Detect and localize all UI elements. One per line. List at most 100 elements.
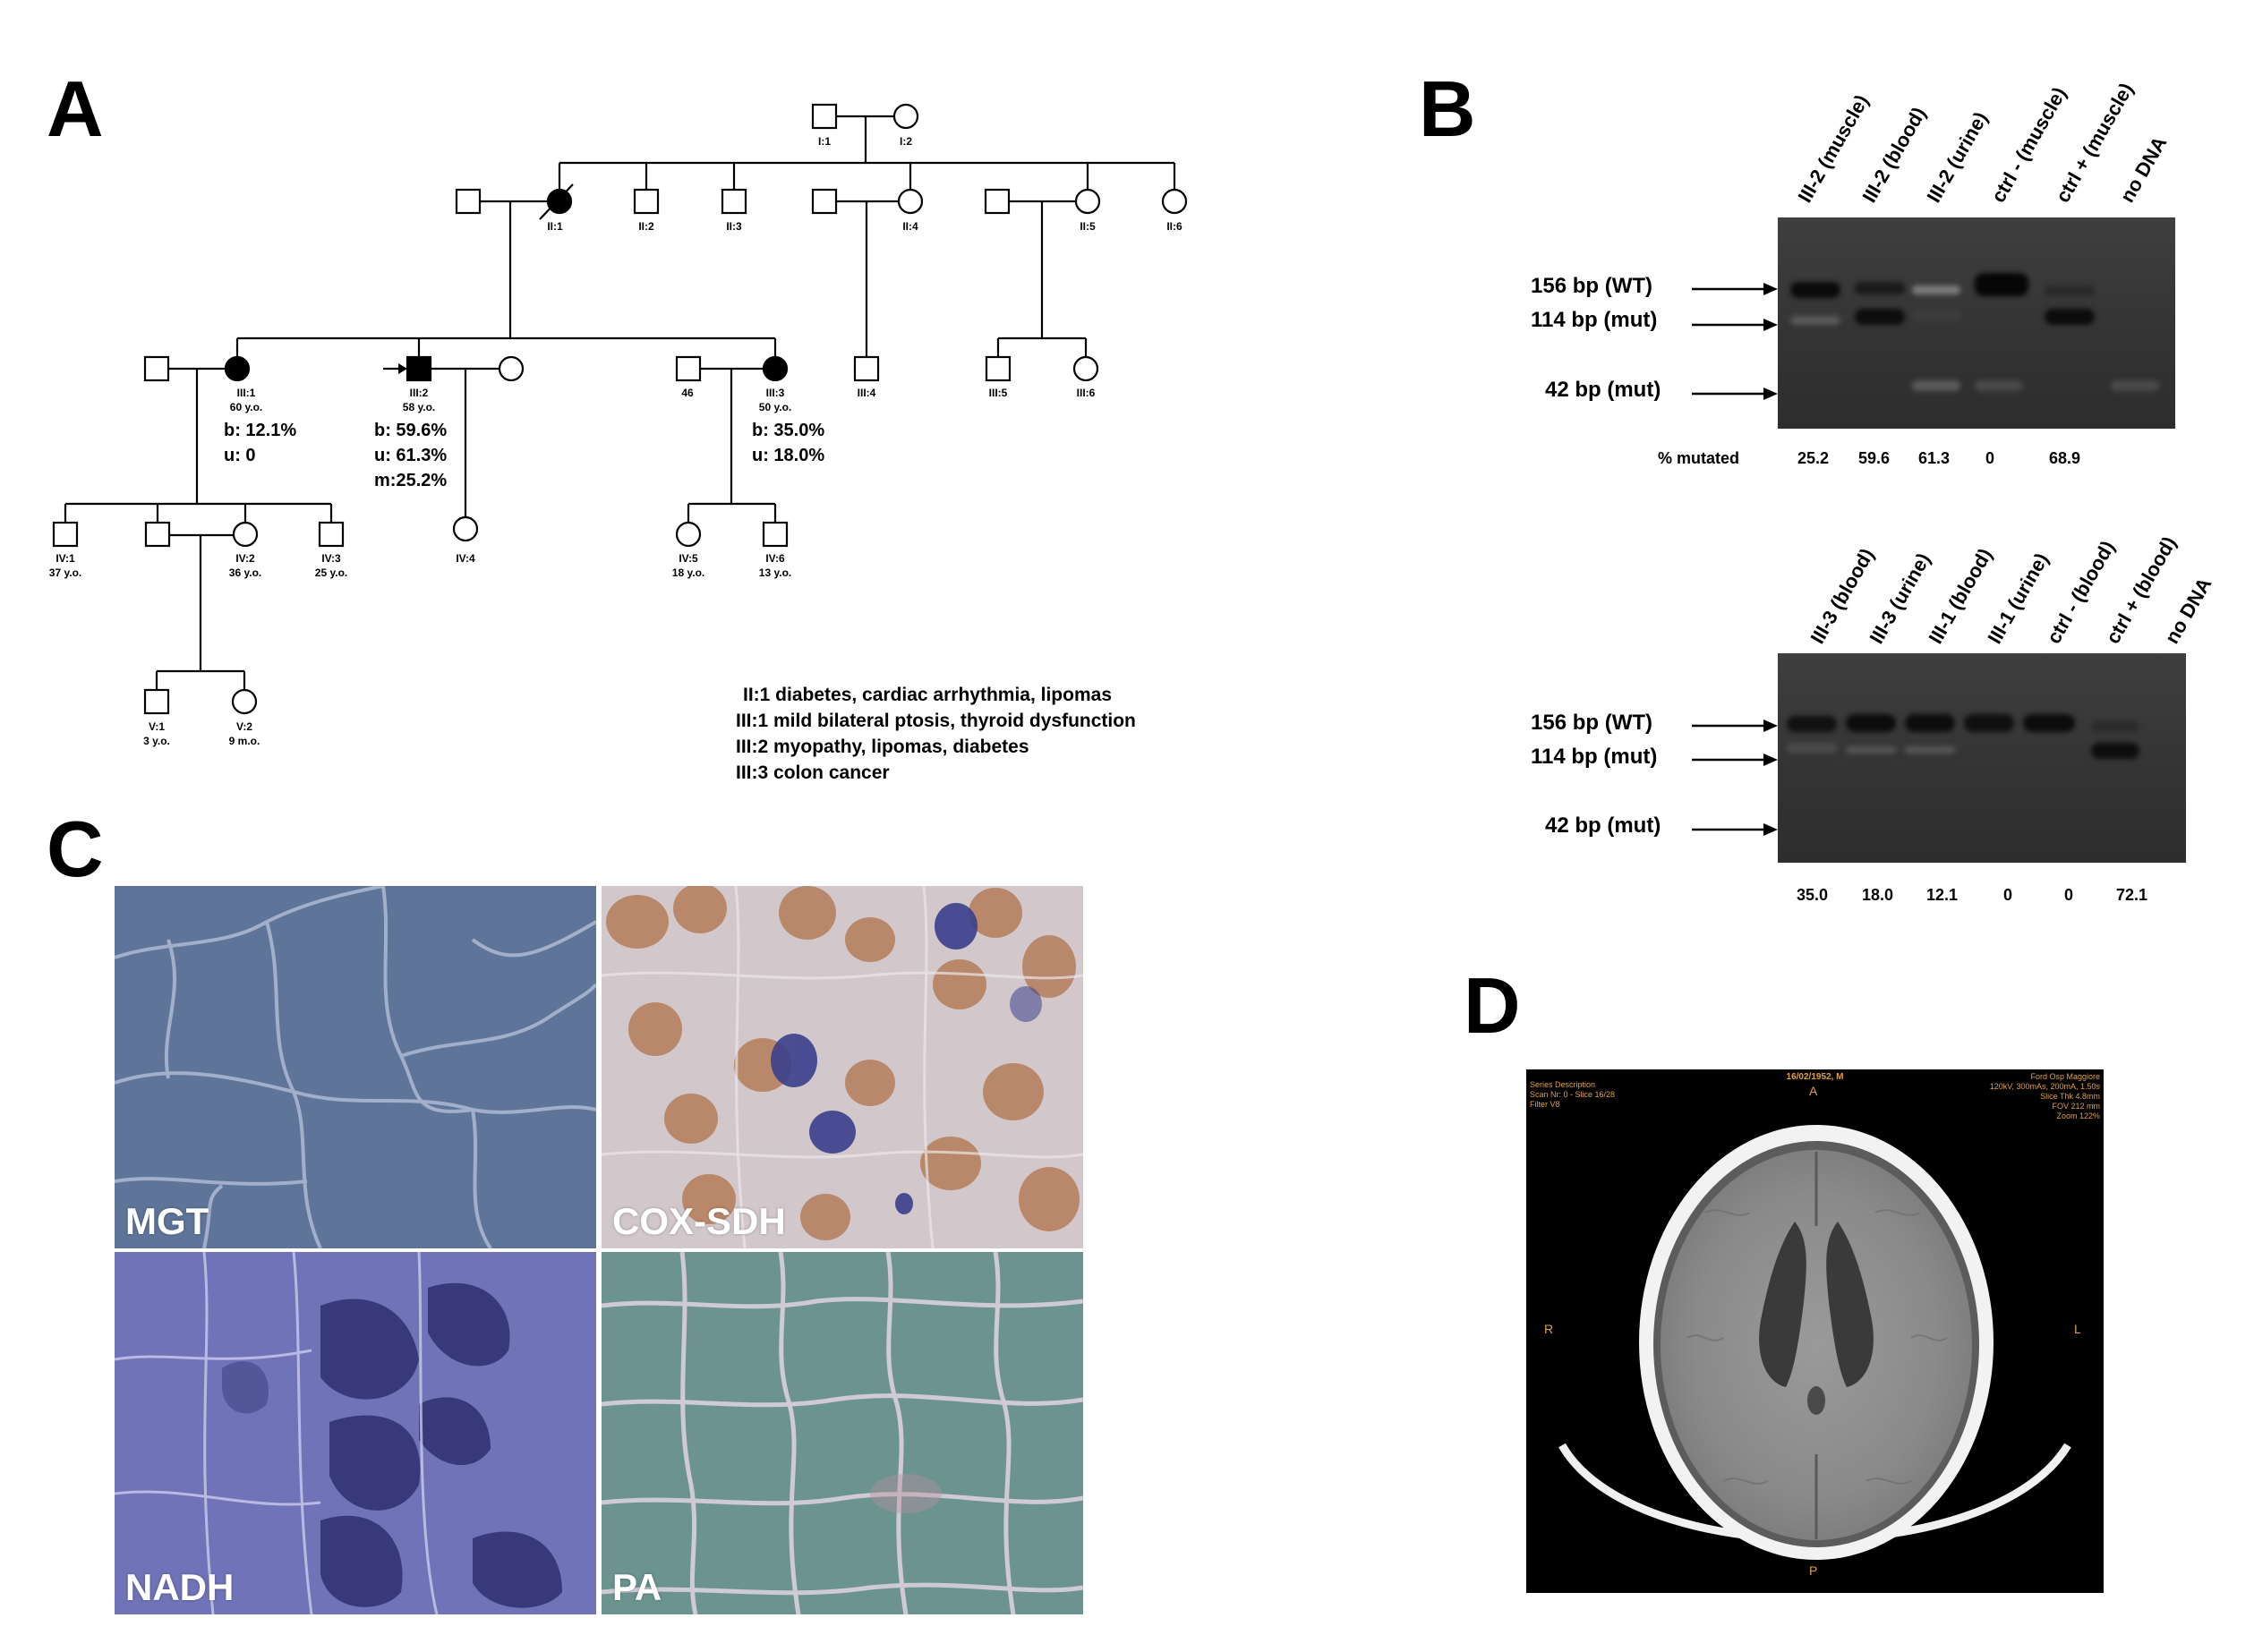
ped-id-IV2: IV:2	[235, 552, 255, 565]
note-III2: III:2 myopathy, lipomas, diabetes	[736, 737, 1029, 757]
gel-top-pct-label: % mutated	[1658, 449, 1740, 467]
ped-age-III1: 60 y.o.	[230, 401, 262, 413]
histology-label-cox-sdh: COX-SDH	[612, 1200, 786, 1242]
ct-right-info-line: Ford Osp Maggiore	[2030, 1072, 2100, 1081]
ped-id-I2: I:2	[900, 135, 912, 148]
ct-right-info-line: Slice Thk 4.8mm	[2040, 1092, 2100, 1101]
note-III1: III:1 mild bilateral ptosis, thyroid dys…	[736, 711, 1136, 731]
ped-id-IV1: IV:1	[55, 552, 75, 565]
ped-id-V2: V:2	[236, 720, 252, 733]
gel-top-pct-value: 0	[1985, 449, 1995, 467]
gel-top-pct-value: 59.6	[1858, 449, 1891, 467]
gel-top-pct-value: 61.3	[1918, 449, 1951, 467]
ped-id-III5: III:5	[989, 387, 1008, 399]
ped-id-III6: III:6	[1077, 387, 1096, 399]
gel-top-image	[1778, 217, 2175, 429]
ped-id-IV5: IV:5	[679, 552, 698, 565]
ct-orient-left: R	[1544, 1322, 1554, 1336]
histology-label-pa: PA	[612, 1566, 662, 1608]
ped-id-II6: II:6	[1166, 220, 1182, 233]
gel-top-arrows	[1692, 283, 1778, 400]
note-III3: III:3 colon cancer	[736, 762, 890, 783]
ped-id-II2: II:2	[638, 220, 654, 233]
ct-scan: 16/02/1952, M Series Description Scan Nr…	[1526, 1069, 2104, 1593]
histology-tile-cox-sdh: COX-SDH	[602, 886, 1083, 1248]
panel-letter-b: B	[1419, 64, 1476, 153]
ct-right-info: Ford Osp Maggiore 120kV, 300mAs, 200mA, …	[1990, 1072, 2100, 1121]
histology-tile-mgt: MGT	[115, 886, 596, 1248]
panel-letter-d: D	[1464, 961, 1521, 1050]
ped-level-III1-b: b: 12.1%	[224, 421, 296, 440]
gel-bottom-pct-value: 0	[2003, 886, 2013, 904]
clinical-notes: II:1 diabetes, cardiac arrhythmia, lipom…	[736, 682, 1136, 786]
ped-level-III2-b: b: 59.6%	[374, 421, 447, 440]
gel-bottom-pct-value: 0	[2064, 886, 2074, 904]
panel-letter-a: A	[47, 64, 104, 153]
gel-bottom-pct-value: 72.1	[2116, 886, 2148, 904]
ped-age-IV3: 25 y.o.	[315, 566, 347, 579]
gel-top-pct-value: 25.2	[1797, 449, 1830, 467]
ped-id-II5: II:5	[1080, 220, 1096, 233]
ped-age-V2: 9 m.o.	[229, 735, 260, 747]
gel-top-lane-label: no DNA	[2115, 132, 2172, 207]
ct-orient-right: L	[2074, 1322, 2081, 1336]
ped-id-III1: III:1	[237, 387, 256, 399]
ped-age-IV1: 37 y.o.	[49, 566, 81, 579]
ct-right-info-line: FOV 212 mm	[2052, 1102, 2100, 1111]
ped-id-III2: III:2	[410, 387, 429, 399]
ped-level-III3-b: b: 35.0%	[752, 421, 824, 440]
gel-bottom-band-label-42: 42 bp (mut)	[1545, 813, 1661, 838]
ped-id-IV6: IV:6	[765, 552, 785, 565]
ped-id-III4: III:4	[858, 387, 876, 399]
ped-id-spouse46: 46	[681, 387, 694, 399]
histology-tile-pa: PA	[602, 1252, 1083, 1614]
gel-bottom-image	[1778, 653, 2186, 863]
ped-level-III2-u: u: 61.3%	[374, 446, 447, 465]
ped-id-I1: I:1	[818, 135, 831, 148]
ct-brain-image	[1558, 1125, 2071, 1560]
gel-top-lane-label: III-2 (urine)	[1922, 107, 1993, 207]
ped-level-III3-u: u: 18.0%	[752, 446, 824, 465]
ped-id-II3: II:3	[726, 220, 742, 233]
ped-id-II1: II:1	[547, 220, 563, 233]
gel-top-band-label-42: 42 bp (mut)	[1545, 378, 1661, 402]
gel-bottom-pct-value: 12.1	[1926, 886, 1959, 904]
ped-id-III3: III:3	[766, 387, 785, 399]
panel-letter-c: C	[47, 805, 104, 893]
note-II1: II:1 diabetes, cardiac arrhythmia, lipom…	[743, 685, 1112, 705]
pedigree-chart: I:1 I:2 II:1 II:2 II:3 II:4 II:5 II:6 II…	[49, 103, 1188, 747]
ped-id-V1: V:1	[149, 720, 165, 733]
ct-left-info: Series Description Scan Nr: 0 - Slice 16…	[1530, 1080, 1615, 1110]
ct-left-info-line: Filter V8	[1530, 1100, 1560, 1109]
ped-level-III2-m: m:25.2%	[374, 471, 447, 490]
ct-right-info-line: 120kV, 300mAs, 200mA, 1.50s	[1989, 1082, 2100, 1091]
ped-age-III2: 58 y.o.	[403, 401, 435, 413]
histology-label-mgt: MGT	[125, 1200, 209, 1242]
ped-age-IV6: 13 y.o.	[759, 566, 791, 579]
ped-age-IV2: 36 y.o.	[229, 566, 261, 579]
ct-right-info-line: Zoom 122%	[2056, 1111, 2100, 1120]
gel-top-band-label-wt: 156 bp (WT)	[1531, 274, 1652, 298]
histology-label-nadh: NADH	[125, 1566, 235, 1608]
ped-id-IV3: IV:3	[321, 552, 341, 565]
gel-bottom-lane-label: no DNA	[2160, 574, 2216, 648]
gel-top-lane-label: III-2 (blood)	[1857, 103, 1931, 207]
ped-level-III1-u: u: 0	[224, 446, 256, 465]
ct-left-info-line: Series Description	[1530, 1080, 1596, 1089]
gel-bottom-pct-value: 18.0	[1862, 886, 1894, 904]
ped-age-V1: 3 y.o.	[143, 735, 170, 747]
histology-tile-nadh: NADH	[115, 1252, 596, 1614]
ct-left-info-line: Scan Nr: 0 - Slice 16/28	[1530, 1090, 1616, 1099]
ct-header-date: 16/02/1952, M	[1786, 1072, 1844, 1082]
ped-id-II4: II:4	[902, 220, 918, 233]
gel-bottom-band-label-wt: 156 bp (WT)	[1531, 711, 1652, 735]
gel-bottom-pct-value: 35.0	[1797, 886, 1829, 904]
ped-age-IV5: 18 y.o.	[672, 566, 704, 579]
gel-bottom-arrows	[1692, 720, 1778, 836]
gel-top-band-label-114: 114 bp (mut)	[1531, 308, 1658, 332]
ped-age-III3: 50 y.o.	[759, 401, 791, 413]
ct-orient-bottom: P	[1809, 1563, 1818, 1578]
gel-bottom-band-label-114: 114 bp (mut)	[1531, 745, 1658, 769]
ped-id-IV4: IV:4	[456, 552, 475, 565]
gel-top-pct-value: 68.9	[2049, 449, 2081, 467]
